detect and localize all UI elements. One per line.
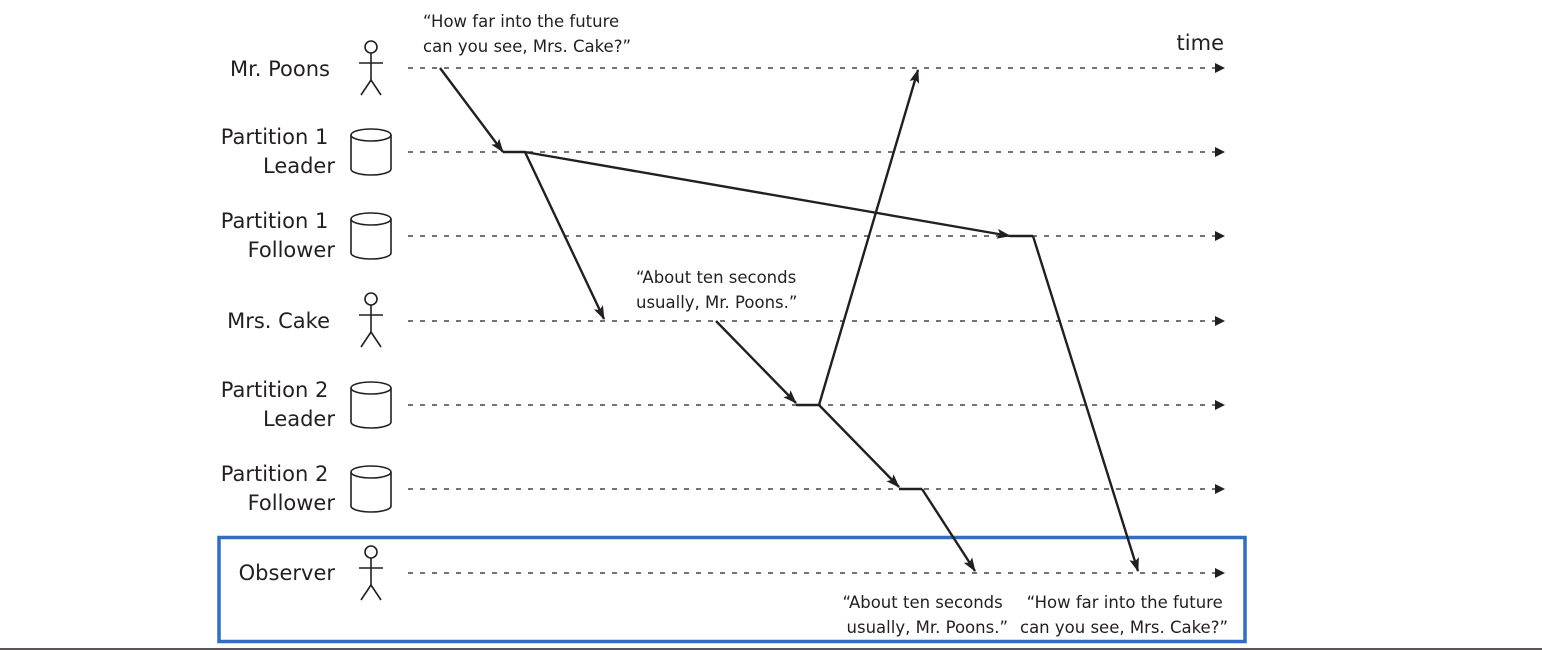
database-icon-partition-2-follower <box>350 465 392 513</box>
quote-answer-observed: “About ten seconds usually, Mr. Poons.” <box>843 593 1008 637</box>
lane-label-partition-2-follower: Partition 2 Follower <box>221 462 336 515</box>
lane-label-observer: Observer <box>239 561 336 585</box>
quote-question-observed: “How far into the future can you see, Mr… <box>1020 593 1228 637</box>
person-icon-observer <box>359 545 383 601</box>
message-answer-to-observer <box>920 488 977 572</box>
observer-highlight-frame <box>217 535 1247 644</box>
lane-label-mr-poons: Mr. Poons <box>230 57 330 81</box>
database-icon-partition-2-leader <box>350 381 392 429</box>
time-axis-label: time <box>1177 31 1224 55</box>
message-answer-write <box>715 320 797 404</box>
message-question-to-observer <box>1031 235 1140 572</box>
person-icon-mr-poons <box>359 40 383 96</box>
lane-label-partition-1-leader: Partition 1 Leader <box>221 125 336 178</box>
message-answer-replication <box>818 404 900 488</box>
person-icon-mrs-cake <box>359 292 383 348</box>
database-icon-partition-1-leader <box>350 128 392 176</box>
lane-label-partition-1-follower: Partition 1 Follower <box>221 209 336 262</box>
message-answer-to-mr-poons <box>817 69 920 406</box>
quote-question-sent: “How far into the future can you see, Mr… <box>423 12 631 56</box>
message-question-to-mrs-cake <box>523 151 606 320</box>
message-question-write <box>439 67 504 153</box>
lane-label-mrs-cake: Mrs. Cake <box>227 309 330 333</box>
quote-answer-sent: “About ten seconds usually, Mr. Poons.” <box>636 268 801 312</box>
message-question-replication <box>524 150 1011 239</box>
database-icon-partition-1-follower <box>350 212 392 260</box>
lane-label-partition-2-leader: Partition 2 Leader <box>221 378 336 431</box>
